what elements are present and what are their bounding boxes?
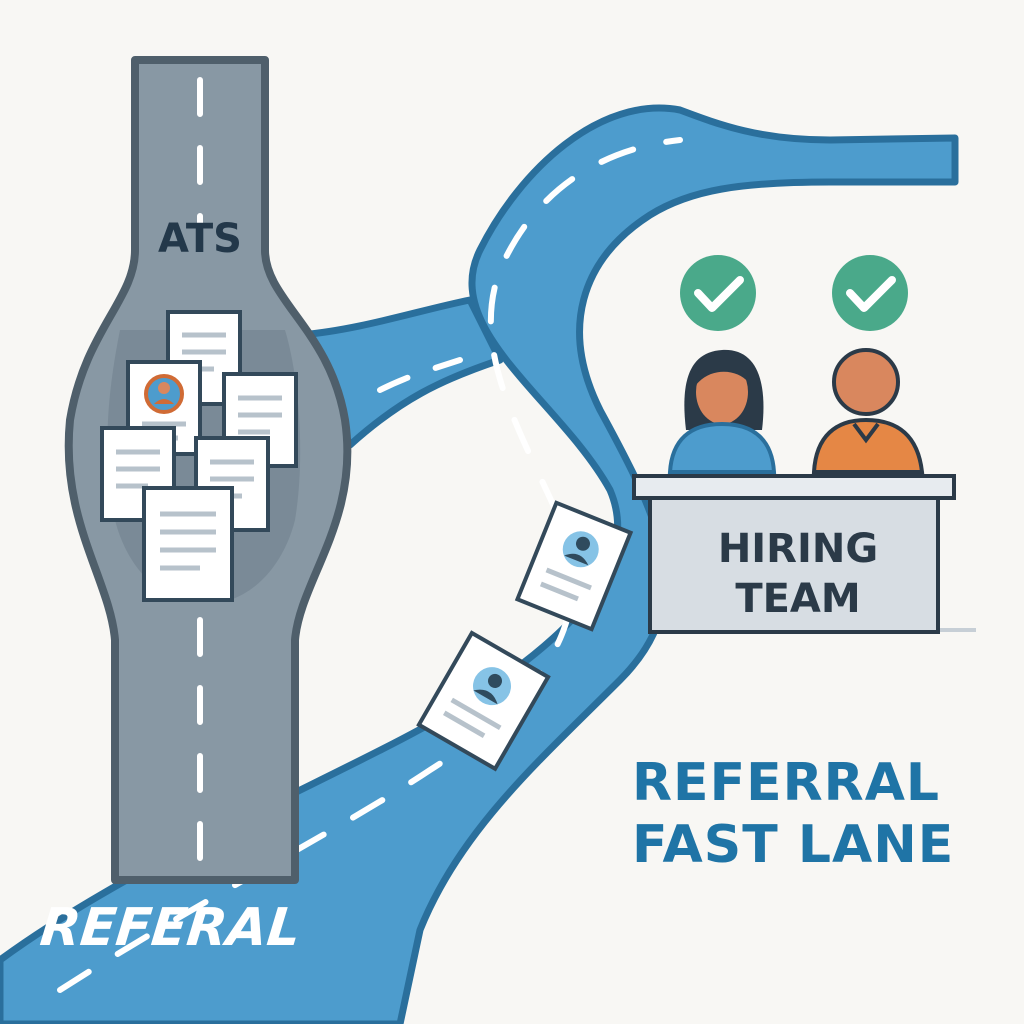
hiring-team-desk: HIRING TEAM bbox=[632, 474, 976, 634]
person-right-avatar bbox=[811, 348, 925, 474]
referral-card-lower bbox=[416, 630, 551, 772]
check-icon bbox=[680, 255, 756, 331]
referral-road-label: REFERAL bbox=[37, 898, 303, 958]
caption: REFERRAL FAST LANE bbox=[632, 752, 992, 876]
desk-label-line2: TEAM bbox=[735, 576, 860, 622]
resume-card-icon bbox=[222, 372, 298, 468]
resume-card-icon bbox=[142, 486, 234, 602]
ats-label: ATS bbox=[158, 216, 242, 262]
caption-line2: FAST LANE bbox=[632, 815, 955, 875]
referral-card-upper bbox=[514, 500, 634, 632]
person-left-avatar bbox=[667, 349, 777, 474]
check-icon bbox=[832, 255, 908, 331]
caption-line1: REFERRAL bbox=[632, 753, 941, 813]
desk-label-line1: HIRING bbox=[718, 526, 878, 572]
resume-pile bbox=[100, 310, 298, 602]
